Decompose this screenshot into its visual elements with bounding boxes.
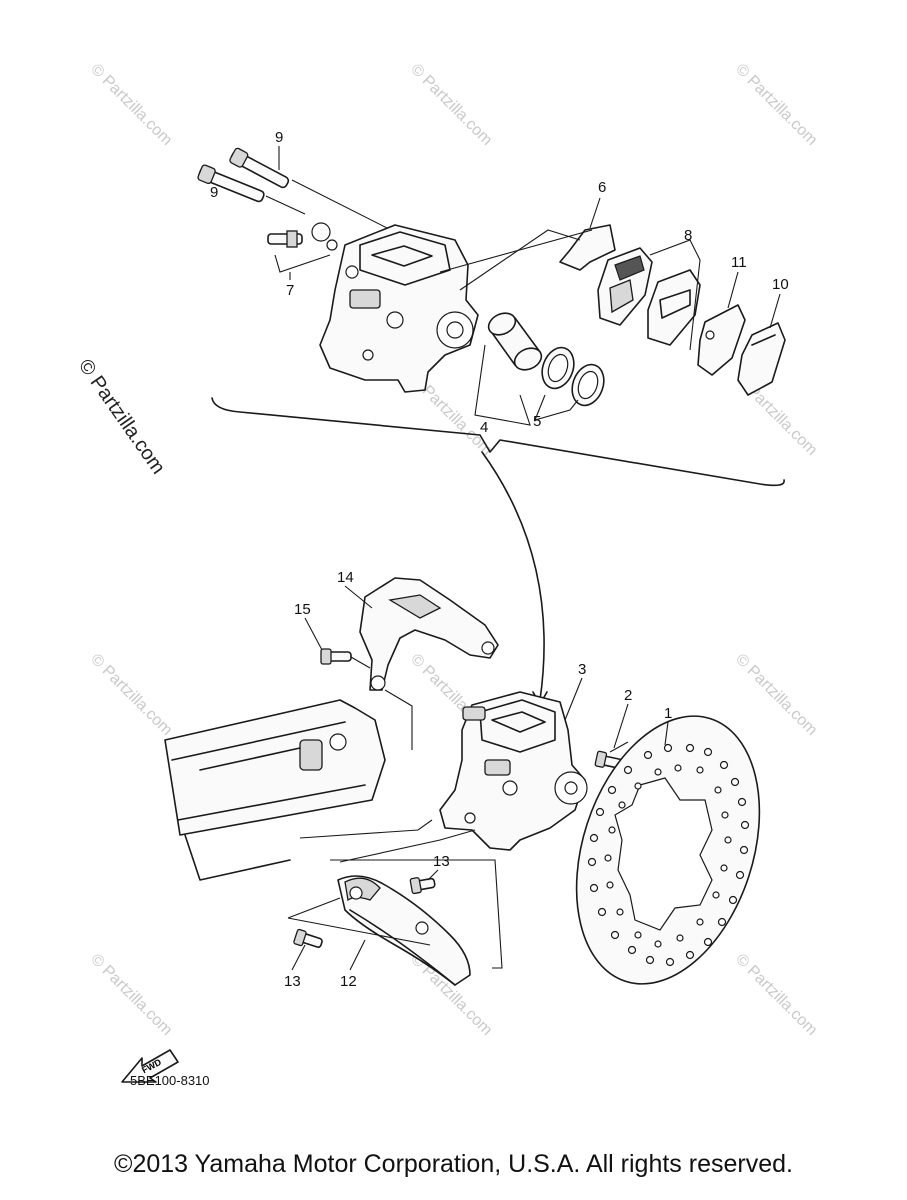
watermark: © Partzilla.com xyxy=(87,61,175,149)
callout-4: 4 xyxy=(480,419,488,436)
watermark-large: © Partzilla.com xyxy=(74,355,169,478)
diagram-code: 5BE100-8310 xyxy=(130,1073,210,1088)
piston xyxy=(474,312,543,426)
piston-seal xyxy=(534,346,605,421)
cover-bolt xyxy=(409,877,436,895)
caliper-bracket xyxy=(359,577,499,691)
pad-shim xyxy=(737,293,786,396)
callout-15: 15 xyxy=(294,601,311,618)
pad-spring xyxy=(559,197,616,271)
watermark: © Partzilla.com xyxy=(87,651,175,739)
exploded-view xyxy=(197,147,786,487)
callout-5: 5 xyxy=(533,413,541,430)
callout-10: 10 xyxy=(772,276,789,293)
callout-14: 14 xyxy=(337,569,354,586)
caliper-assembly xyxy=(439,691,588,851)
caliper-pin xyxy=(229,147,396,233)
callout-13b: 13 xyxy=(284,973,301,990)
bleed-screw xyxy=(267,222,338,273)
callout-11: 11 xyxy=(731,254,747,271)
callout-2: 2 xyxy=(624,687,632,704)
watermark: © Partzilla.com xyxy=(407,61,495,149)
pad-shim xyxy=(697,271,746,376)
watermark: © Partzilla.com xyxy=(87,951,175,1039)
caliper-body xyxy=(319,224,479,393)
connector-arrow xyxy=(481,451,545,701)
cover-bolt xyxy=(293,928,323,948)
disc-cover xyxy=(337,875,471,986)
brake-disc xyxy=(575,715,761,985)
callout-13a: 13 xyxy=(433,853,450,870)
callout-7: 7 xyxy=(286,282,294,299)
bracket-bolt xyxy=(320,648,413,750)
assembled-view xyxy=(164,577,761,986)
callouts: 1 2 3 4 5 6 7 8 9 9 10 11 12 13 13 14 15 xyxy=(210,129,789,990)
callout-9b: 9 xyxy=(210,184,218,201)
watermark: © Partzilla.com xyxy=(732,61,820,149)
watermark: © Partzilla.com xyxy=(732,651,820,739)
callout-9a: 9 xyxy=(275,129,283,146)
brake-pad xyxy=(647,239,701,351)
watermark: © Partzilla.com xyxy=(732,951,820,1039)
disc-holes xyxy=(587,743,750,967)
copyright-text: ©2013 Yamaha Motor Corporation, U.S.A. A… xyxy=(114,1150,793,1178)
caliper-pin xyxy=(197,164,306,215)
callout-1: 1 xyxy=(664,705,672,722)
callout-3: 3 xyxy=(578,661,586,678)
callout-12: 12 xyxy=(340,973,357,990)
swingarm xyxy=(164,699,386,881)
brake-pad xyxy=(597,247,653,326)
callout-8: 8 xyxy=(684,227,692,244)
callout-6: 6 xyxy=(598,179,606,196)
group-bracket xyxy=(211,397,785,487)
